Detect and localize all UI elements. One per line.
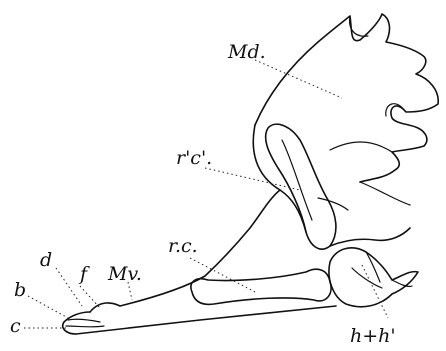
- lower-jaw-lower-edge: [76, 306, 336, 334]
- label-f: f: [78, 263, 90, 285]
- joint-inner-1: [352, 268, 382, 288]
- upper-inner-curve-3: [330, 142, 392, 152]
- right-contour-1: [360, 182, 410, 205]
- mid-outline-right: [330, 228, 410, 246]
- lower-dumbbell-bone: [191, 269, 331, 304]
- snout-inner-2: [66, 326, 104, 327]
- leader-b: [28, 296, 68, 318]
- leader-rc-prime: [205, 168, 300, 190]
- label-rc-prime: r'c'.: [176, 147, 212, 169]
- snout-tip: [63, 312, 90, 334]
- leader-h: [362, 265, 388, 318]
- leader-f: [80, 286, 100, 308]
- right-contour-2: [318, 198, 348, 210]
- label-md: Md.: [227, 41, 266, 63]
- label-c: c: [10, 315, 21, 337]
- upper-lobed-structure: [255, 14, 438, 182]
- label-b: b: [14, 279, 26, 301]
- snout-inner-1: [68, 319, 100, 322]
- joint-block: [329, 248, 418, 307]
- leader-rc: [190, 258, 255, 292]
- mid-outline: [253, 125, 306, 232]
- leader-md: [255, 60, 342, 98]
- label-mv: Mv.: [107, 263, 142, 285]
- label-rc: r.c.: [168, 235, 198, 257]
- label-d: d: [40, 249, 52, 271]
- leader-d: [56, 268, 82, 306]
- label-h: h+h': [350, 325, 396, 347]
